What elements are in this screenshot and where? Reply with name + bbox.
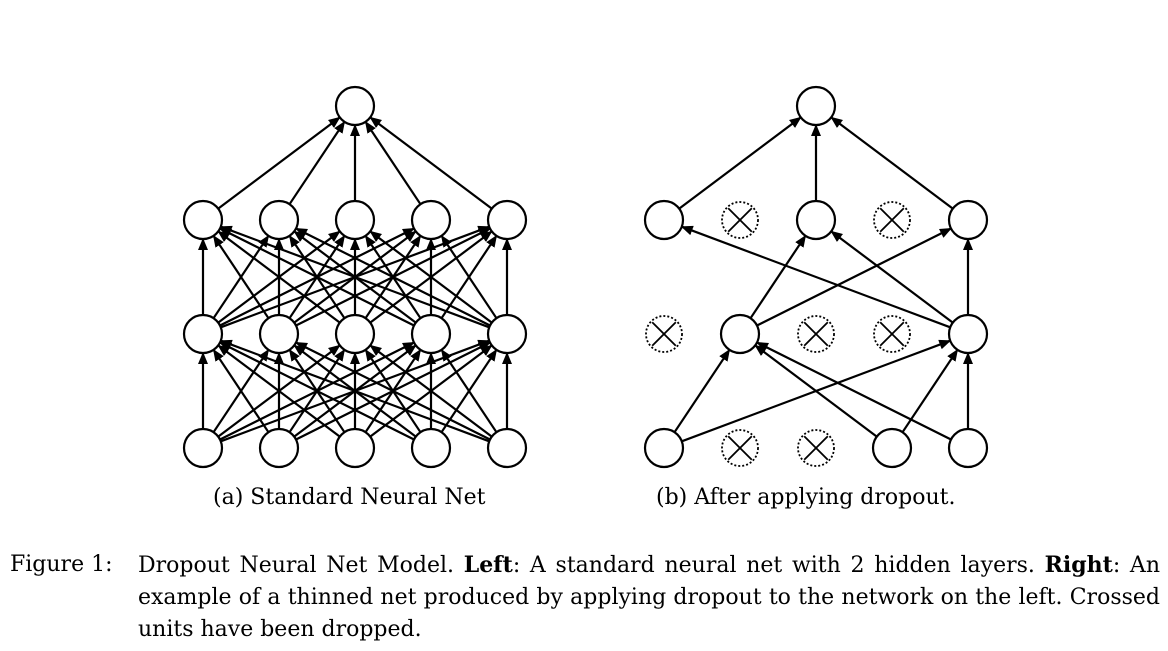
neuron-unit xyxy=(410,427,452,469)
neuron-unit xyxy=(947,199,989,241)
dropped-unit xyxy=(721,429,759,467)
connection-arrow xyxy=(217,116,341,210)
connection-arrow xyxy=(673,348,731,433)
subfigure-b-caption: (b) After applying dropout. xyxy=(656,485,956,510)
connection-arrow xyxy=(219,341,415,441)
figure-caption: Figure 1: Dropout Neural Net Model. Left… xyxy=(10,549,1160,646)
neuron-unit xyxy=(947,427,989,469)
connection-arrow xyxy=(369,230,493,324)
neuron-unit xyxy=(643,199,685,241)
connection-arrow xyxy=(754,344,878,438)
connection-arrow xyxy=(678,116,802,210)
neuron-unit xyxy=(182,313,224,355)
neuron-unit xyxy=(410,313,452,355)
connection-arrow xyxy=(219,227,415,327)
connection-arrow xyxy=(217,344,341,438)
connection-arrow xyxy=(830,230,954,324)
cross-mark xyxy=(879,207,905,233)
neuron-unit xyxy=(334,427,376,469)
connection-arrow xyxy=(364,120,422,205)
connection-arrow xyxy=(369,344,493,438)
cross-mark xyxy=(727,435,753,461)
caption-right-label: Right xyxy=(1044,552,1113,578)
cross-mark xyxy=(651,321,677,347)
connection-arrow xyxy=(219,225,490,329)
connection-arrow xyxy=(680,225,951,329)
neuron-unit xyxy=(182,199,224,241)
neuron-unit xyxy=(486,199,528,241)
subfigure-a-caption: (a) Standard Neural Net xyxy=(213,485,486,510)
neuron-unit xyxy=(795,199,837,241)
neuron-unit xyxy=(258,427,300,469)
neuron-unit xyxy=(719,313,761,355)
neuron-unit xyxy=(486,427,528,469)
figure-caption-body: Dropout Neural Net Model. Left: A standa… xyxy=(138,549,1160,646)
dropout-neural-net xyxy=(643,85,989,469)
connection-arrow xyxy=(212,234,270,319)
caption-left-label: Left xyxy=(463,552,513,578)
connection-arrow xyxy=(440,234,498,319)
cross-mark xyxy=(803,435,829,461)
cross-mark xyxy=(879,321,905,347)
connection-arrow xyxy=(756,227,952,327)
connection-arrow xyxy=(219,339,490,443)
caption-text: : An example of a thinned net produced b… xyxy=(138,553,1160,642)
connection-arrow xyxy=(212,348,270,433)
cross-mark xyxy=(803,321,829,347)
dropped-unit xyxy=(797,315,835,353)
connection-arrow xyxy=(295,227,491,327)
neuron-unit xyxy=(947,313,989,355)
neuron-unit xyxy=(182,427,224,469)
neuron-unit xyxy=(334,85,376,127)
neuron-unit xyxy=(486,313,528,355)
connection-arrow xyxy=(288,120,346,205)
figure-label: Figure 1: xyxy=(10,552,113,577)
standard-neural-net xyxy=(182,85,528,469)
connection-arrow xyxy=(369,116,493,210)
neuron-unit xyxy=(410,199,452,241)
connection-arrow xyxy=(901,348,959,433)
dropped-unit xyxy=(873,315,911,353)
caption-text: Dropout Neural Net Model. xyxy=(138,553,464,578)
dropped-unit xyxy=(721,201,759,239)
dropped-unit xyxy=(797,429,835,467)
neuron-unit xyxy=(258,313,300,355)
neuron-unit xyxy=(258,199,300,241)
connection-arrow xyxy=(217,230,341,324)
cross-mark xyxy=(727,207,753,233)
connection-arrow xyxy=(830,116,954,210)
connection-arrow xyxy=(440,348,498,433)
neuron-unit xyxy=(871,427,913,469)
neuron-unit xyxy=(334,199,376,241)
neuron-unit xyxy=(795,85,837,127)
dropped-unit xyxy=(645,315,683,353)
connection-arrow xyxy=(295,341,491,441)
connection-arrow xyxy=(756,341,952,441)
dropout-diagram xyxy=(182,85,989,469)
caption-text: : A standard neural net with 2 hidden la… xyxy=(512,553,1045,578)
dropped-unit xyxy=(873,201,911,239)
neuron-unit xyxy=(334,313,376,355)
connection-arrow xyxy=(749,234,807,319)
neuron-unit xyxy=(643,427,685,469)
